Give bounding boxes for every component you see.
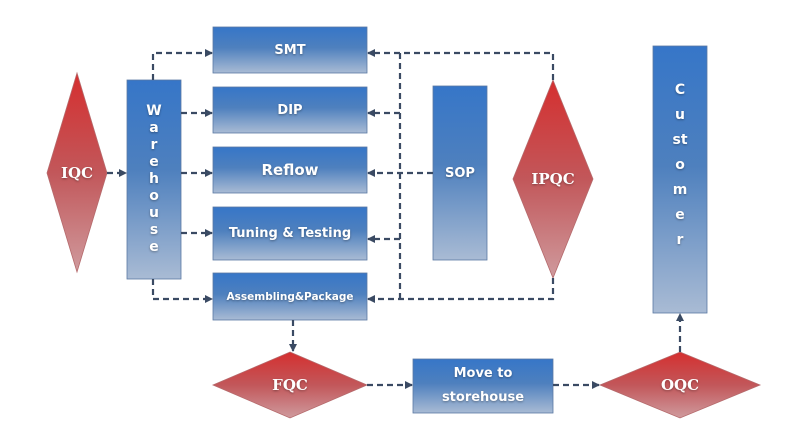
tuning-label: Tuning & Testing [228, 226, 352, 241]
smt-box [212, 26, 368, 74]
move-box [412, 358, 554, 414]
ipqc-label: IPQC [531, 170, 575, 188]
assembling-label: Assembling&Package [226, 290, 354, 303]
warehouse-to-smt-arrow [151, 49, 213, 80]
oqc-label: OQC [660, 376, 700, 394]
tuning-box [212, 206, 368, 261]
reflow-box [212, 146, 368, 194]
dip-box [212, 86, 368, 134]
oqc-diamond [598, 351, 762, 419]
dip-label: DIP [277, 102, 303, 118]
iqc-label: IQC [60, 164, 94, 182]
customer-label: Customer [672, 82, 688, 248]
ipqc-to-smt-arrow [367, 49, 555, 80]
customer-box [652, 45, 708, 314]
warehouse-to-assembling-arrow [151, 279, 213, 303]
reflow-label: Reflow [261, 161, 319, 179]
fqc-label: FQC [272, 376, 308, 394]
warehouse-label: Warehouse [146, 103, 162, 255]
iqc-diamond [46, 71, 108, 274]
fqc-diamond [211, 351, 369, 419]
move-label: Move to storehouse [441, 366, 525, 405]
ipqc-to-assembling-arrow [367, 278, 555, 303]
assembling-box [212, 272, 368, 321]
warehouse-box [126, 79, 182, 280]
sop-label: SOP [445, 165, 475, 181]
sop-box [432, 85, 488, 261]
smt-label: SMT [274, 42, 306, 58]
